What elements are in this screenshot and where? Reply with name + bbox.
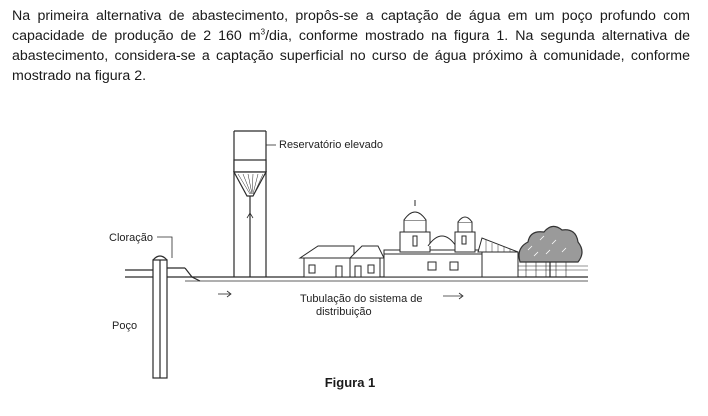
figure-caption: Figura 1 <box>324 375 376 390</box>
tree <box>518 225 583 277</box>
pipeline-label-line2: distribuição <box>316 306 372 318</box>
intro-text-part1: Na primeira alternativa de abastecimento… <box>12 8 690 44</box>
well <box>125 255 201 379</box>
well-label: Poço <box>112 320 137 332</box>
pipeline-label-line1: Tubulação do sistema de <box>300 293 423 305</box>
town-buildings <box>298 200 588 278</box>
intro-text-part2: /dia, conforme mostrado na figura 1. Na … <box>12 28 690 84</box>
chlorination-label: Cloração <box>109 232 153 244</box>
cubic-superscript: 3 <box>260 27 266 37</box>
intro-paragraph: Na primeira alternativa de abastecimento… <box>12 6 690 86</box>
flow-arrows <box>218 290 464 300</box>
elevated-reservoir <box>232 130 276 277</box>
chlorination-pointer <box>157 236 173 258</box>
reservoir-label: Reservatório elevado <box>279 139 383 151</box>
